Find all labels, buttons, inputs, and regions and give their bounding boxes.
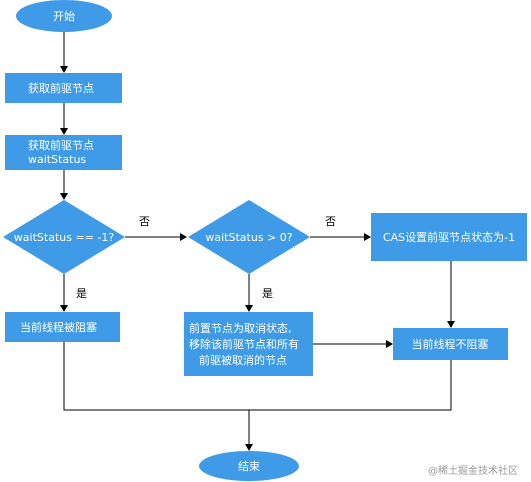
arrowhead (180, 233, 187, 241)
edge-merge-to-end (63, 342, 452, 411)
start-label: 开始 (53, 9, 75, 23)
arrowhead (245, 444, 253, 451)
no-block-label: 当前线程不阻塞 (412, 337, 489, 351)
get-ws-label-line2: waitStatus (28, 153, 86, 166)
edges (60, 31, 455, 451)
cas-label: CAS设置前驱节点状态为-1 (383, 230, 515, 244)
edge-label-no-1: 否 (139, 215, 150, 228)
block-label: 当前线程被阻塞 (20, 320, 97, 334)
arrowhead (364, 233, 371, 241)
arrowhead (245, 305, 253, 312)
get-ws-label-line1: 获取前驱节点 (28, 138, 94, 152)
arrowhead (60, 193, 68, 200)
check2-label: waitStatus > 0? (205, 231, 292, 244)
get-pred-node (5, 73, 122, 103)
remove-node (184, 312, 313, 376)
check1-decision (3, 200, 125, 274)
no-block-node (393, 328, 508, 360)
check1-label: waitStatus == -1? (14, 231, 115, 244)
edge-label-yes-1: 是 (76, 287, 87, 300)
check2-decision (188, 200, 310, 274)
edge-label-no-2: 否 (325, 215, 336, 228)
arrowhead (60, 305, 68, 312)
end-node (199, 451, 299, 481)
remove-label-line2: 移除该前驱节点和所有 (189, 337, 299, 351)
end-label: 结束 (238, 460, 260, 473)
edge-label-yes-2: 是 (262, 287, 273, 300)
arrowhead (60, 66, 68, 73)
watermark: @稀土掘金技术社区 (428, 464, 518, 477)
arrowhead (386, 340, 393, 348)
get-ws-node (5, 135, 122, 170)
arrowhead (60, 128, 68, 135)
block-node (5, 312, 120, 342)
get-pred-label: 获取前驱节点 (28, 81, 94, 95)
remove-label-line3: 前驱被取消的节点 (199, 353, 287, 367)
cas-node (371, 213, 527, 261)
remove-label-line1: 前置节点为取消状态, (189, 321, 292, 335)
arrowhead (447, 321, 455, 328)
start-node (16, 0, 112, 32)
